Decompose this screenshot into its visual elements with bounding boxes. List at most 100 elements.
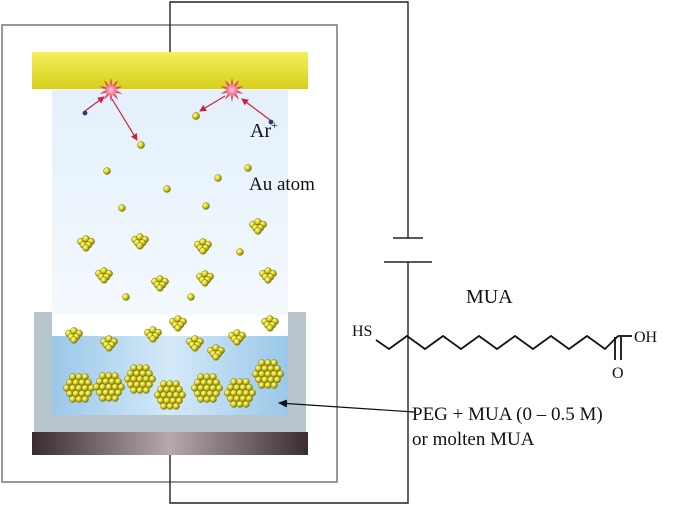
gold-atom [156,284,164,292]
gold-atom [136,242,144,250]
gold-atom [75,395,83,403]
trajectory-arrow [199,95,226,112]
gold-atom [163,185,171,193]
gold-atom [276,370,284,378]
gold-atom [172,402,180,410]
gold-atom [270,359,278,367]
gold-atom [114,389,122,397]
gold-cluster [144,326,162,343]
gold-atom [187,293,195,301]
gold-atom [254,227,262,235]
carbonyl-oxygen-label: O [612,365,624,382]
gold-nanoparticle-large [154,380,186,410]
plasma-region [52,90,288,315]
gold-atom [197,395,205,403]
gold-atom [145,369,153,377]
ar-ion-symbol: Ar [250,120,271,142]
gold-cluster [261,315,279,332]
gold-atom [69,395,77,403]
gold-cluster [131,233,149,250]
ar-ion-label: Ar+ [250,118,278,142]
gold-atom [242,400,250,408]
gold-atom [172,380,180,388]
sputter-spark-icon [220,78,244,102]
gold-atom [273,376,281,384]
gold-atom [215,384,223,392]
gold-atom [100,276,108,284]
gold-atom [103,167,111,175]
gold-atom [203,395,211,403]
gold-cluster [194,238,212,255]
gold-atom [142,364,150,372]
gold-atom [105,344,113,352]
gold-cluster [169,315,187,332]
gold-cluster [207,344,225,361]
solution-pointer-arrow [278,399,415,413]
gold-atom [192,112,200,120]
gold-cluster [196,270,214,287]
sputter-spark-icon [99,78,123,102]
mua-structure: MUA HS OH O [352,286,658,382]
gold-atom [160,402,168,410]
gold-cluster [249,218,267,235]
gold-atom [191,344,199,352]
gold-cluster [65,327,83,344]
hydroxyl-label: OH [634,329,658,346]
gold-atom [230,400,238,408]
gold-atom [236,248,244,256]
gold-atom [202,202,210,210]
gold-atom [233,338,241,346]
gold-atom [248,389,256,397]
gold-atom [81,373,89,381]
stage-electrode [32,432,308,455]
gold-cluster [186,335,204,352]
gold-atom [122,293,130,301]
gold-atom [175,385,183,393]
mua-title: MUA [466,286,513,308]
gold-atom [245,395,253,403]
gold-particles [63,164,284,410]
gold-atom [212,378,220,386]
gold-atom [199,247,207,255]
gold-atom [114,377,122,385]
gold-atom [174,324,182,332]
gold-atom [111,394,119,402]
gold-atom [212,353,220,361]
gold-atom [148,375,156,383]
gold-nanoparticle-large [191,373,223,403]
gold-cluster [100,335,118,352]
gold-atom [209,373,217,381]
gold-atom [270,381,278,389]
solution-label-line1: PEG + MUA (0 – 0.5 M) [412,404,603,425]
trajectory-arrow [111,98,138,141]
gold-atom [175,397,183,405]
trajectory-arrow [241,98,271,121]
gold-atom [258,381,266,389]
gold-atom [264,276,272,284]
gold-atom [166,402,174,410]
gold-atom [142,386,150,394]
thiol-group-label: HS [352,323,372,340]
container-body [34,312,306,432]
gold-atom [273,364,281,372]
gold-nanoparticle-large [63,373,95,403]
gold-atom [236,400,244,408]
gold-atom [118,204,126,212]
gold-atom [245,383,253,391]
gold-atom [84,390,92,398]
gold-atom [244,164,252,172]
gold-atom [201,279,209,287]
gold-atom [242,378,250,386]
circuit-wire-top [169,1,409,238]
gold-nanoparticle-large [224,378,256,408]
circuit-wire-bottom [169,262,409,504]
gold-atom [105,394,113,402]
sputtering-events [82,78,274,149]
gold-atom [264,381,272,389]
mua-carbon-chain [375,334,619,351]
gold-target [32,52,308,89]
gold-atom [99,394,107,402]
gold-atom [178,391,186,399]
gold-cluster [228,329,246,346]
